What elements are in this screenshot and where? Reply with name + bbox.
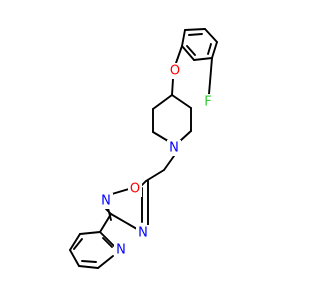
phenyl-bond xyxy=(181,29,186,47)
ether-oxygen-label: O xyxy=(170,64,180,79)
pyridine-bond xyxy=(97,255,114,269)
piperidine-nitrogen-label: N xyxy=(169,141,179,156)
o-c-bond xyxy=(171,78,174,96)
pyridine-inner-bond xyxy=(81,260,97,263)
phenyl-inner-bond xyxy=(207,43,212,55)
oxadiazole-bond xyxy=(111,188,130,195)
phenyl-inner-bond xyxy=(188,33,203,36)
oxadiazole-n2-atom: N xyxy=(99,193,113,209)
pyridine-inner-bond xyxy=(73,238,83,250)
oxadiazole-inner-bond xyxy=(107,207,112,221)
fluorine-label: F xyxy=(204,95,211,110)
oxadiazole-oxygen-atom: O xyxy=(128,181,142,197)
pyridine-nitrogen-atom: N xyxy=(114,242,128,258)
phenyl-bond xyxy=(184,28,206,31)
c-f-bond xyxy=(208,57,213,95)
oxadiazole-n4-label: N xyxy=(138,226,148,241)
oxadiazole-oxygen-label: O xyxy=(130,182,140,197)
pyridine-bond xyxy=(78,265,99,269)
pyridine-bond xyxy=(69,233,81,251)
oxadiazole-bond xyxy=(110,213,138,230)
phenyl-bond xyxy=(181,45,195,61)
ether-oxygen-atom: O xyxy=(168,63,182,79)
pyridine-bond xyxy=(79,231,101,235)
phenyl-bond xyxy=(204,28,218,43)
phenyl-bond xyxy=(193,57,213,61)
molecule-structure: F O N O N N N xyxy=(69,28,218,269)
piperidine-bond xyxy=(152,131,169,142)
c-o-bond xyxy=(175,45,183,64)
piperidine-nitrogen-atom: N xyxy=(167,140,181,156)
pyridine-inner-bond xyxy=(102,237,113,248)
piperidine-bond xyxy=(179,130,192,142)
atom-label-layer: F O N O N N N xyxy=(99,63,215,258)
pyridine-bond xyxy=(69,249,80,267)
piperidine-bond xyxy=(171,94,192,109)
ch2-c5-bond xyxy=(145,169,165,182)
piperidine-bond xyxy=(152,94,173,110)
oxadiazole-n2-label: N xyxy=(101,194,111,209)
ring-link-bond xyxy=(99,213,112,233)
n-ch2-bond xyxy=(163,155,175,171)
fluorine-atom: F xyxy=(201,94,215,110)
oxadiazole-n4-atom: N xyxy=(136,225,150,241)
phenyl-bond xyxy=(211,41,218,59)
bond-layer xyxy=(69,28,218,269)
phenyl-inner-bond xyxy=(186,45,196,56)
pyridine-bond xyxy=(99,231,115,247)
pyridine-nitrogen-label: N xyxy=(116,243,126,258)
